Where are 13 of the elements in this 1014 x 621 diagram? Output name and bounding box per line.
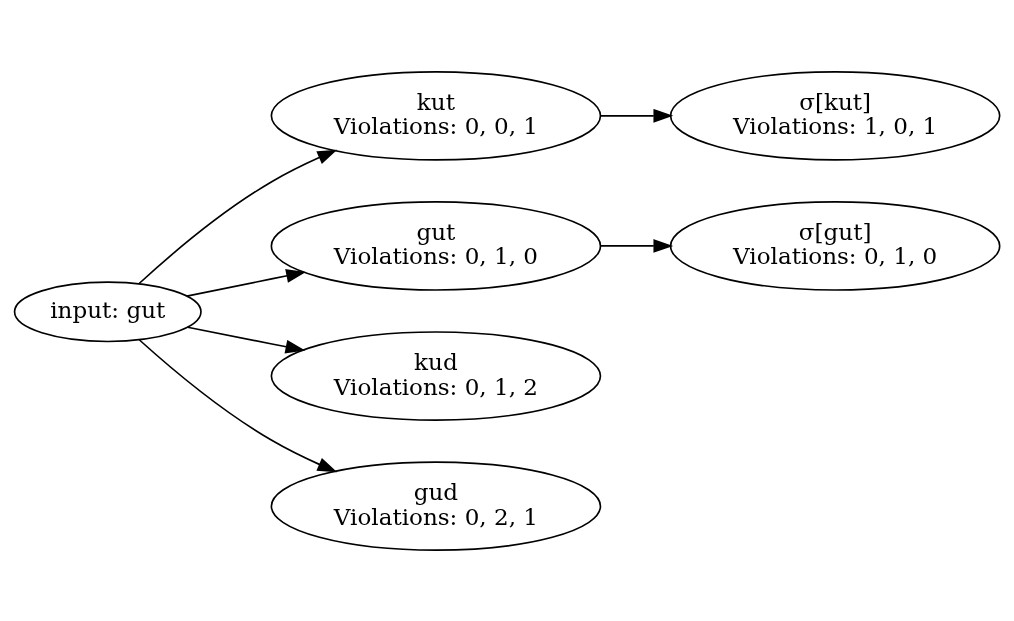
arrow <box>186 268 306 297</box>
node-ellipse: σ[kut] Violations: 1, 0, 1 <box>669 70 1001 161</box>
node-ellipse: kud Violations: 0, 1, 2 <box>270 330 602 421</box>
node-ellipse: kut Violations: 0, 0, 1 <box>270 70 602 161</box>
node-ellipse: gut Violations: 0, 1, 0 <box>270 200 602 291</box>
node-ellipse: σ[gut] Violations: 0, 1, 0 <box>669 200 1001 291</box>
arrow <box>599 238 674 253</box>
arrow <box>138 338 338 472</box>
arrow <box>186 325 306 353</box>
arrow <box>599 108 674 123</box>
node-ellipse: gud Violations: 0, 2, 1 <box>270 460 602 551</box>
node-ellipse: input: gut <box>13 280 202 342</box>
arrow <box>138 149 338 284</box>
